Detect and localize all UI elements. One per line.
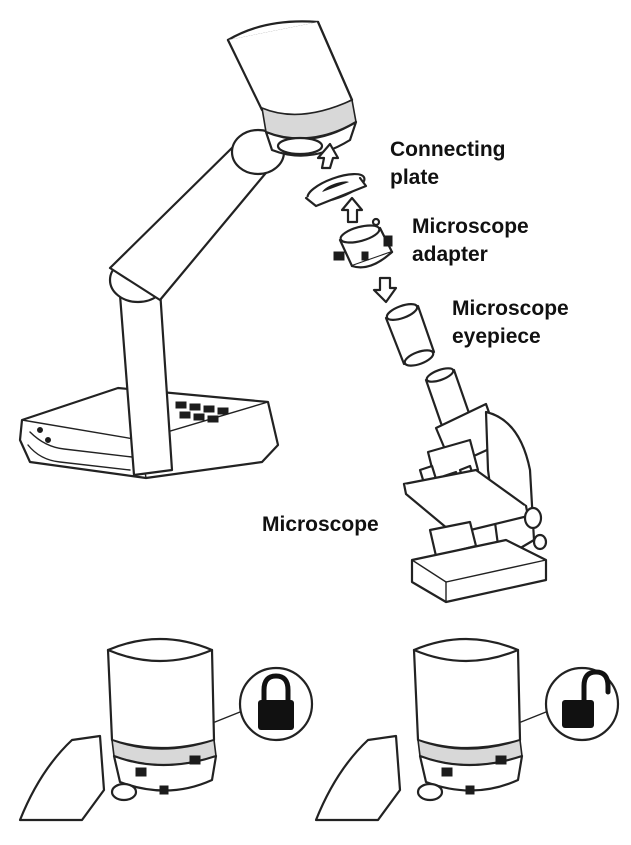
microscope-label: Microscope [262,513,379,536]
adapter-label-line1: Microscope [412,215,529,238]
microscope-adapter [333,217,394,269]
eyepiece-label-line2: eyepiece [452,325,541,348]
base-buttons [175,401,229,423]
arrow-to-plate [340,196,364,224]
document-camera [18,20,358,480]
arrow-to-camera [316,142,340,170]
connecting-plate-label-line2: plate [390,166,440,189]
lock-open-icon [562,669,611,728]
left-lock-view [18,637,314,822]
camera-head [226,20,358,157]
lock-closed-icon [258,673,294,730]
connecting-plate-label-line1: Connecting [390,138,506,161]
right-lock-view [314,637,620,822]
eyepiece-label-line1: Microscope [452,297,569,320]
connecting-plate [304,172,368,208]
arrow-to-eyepiece [372,276,398,304]
microscope [402,367,548,604]
microscope-eyepiece [384,303,436,367]
adapter-label-line2: adapter [412,243,488,266]
